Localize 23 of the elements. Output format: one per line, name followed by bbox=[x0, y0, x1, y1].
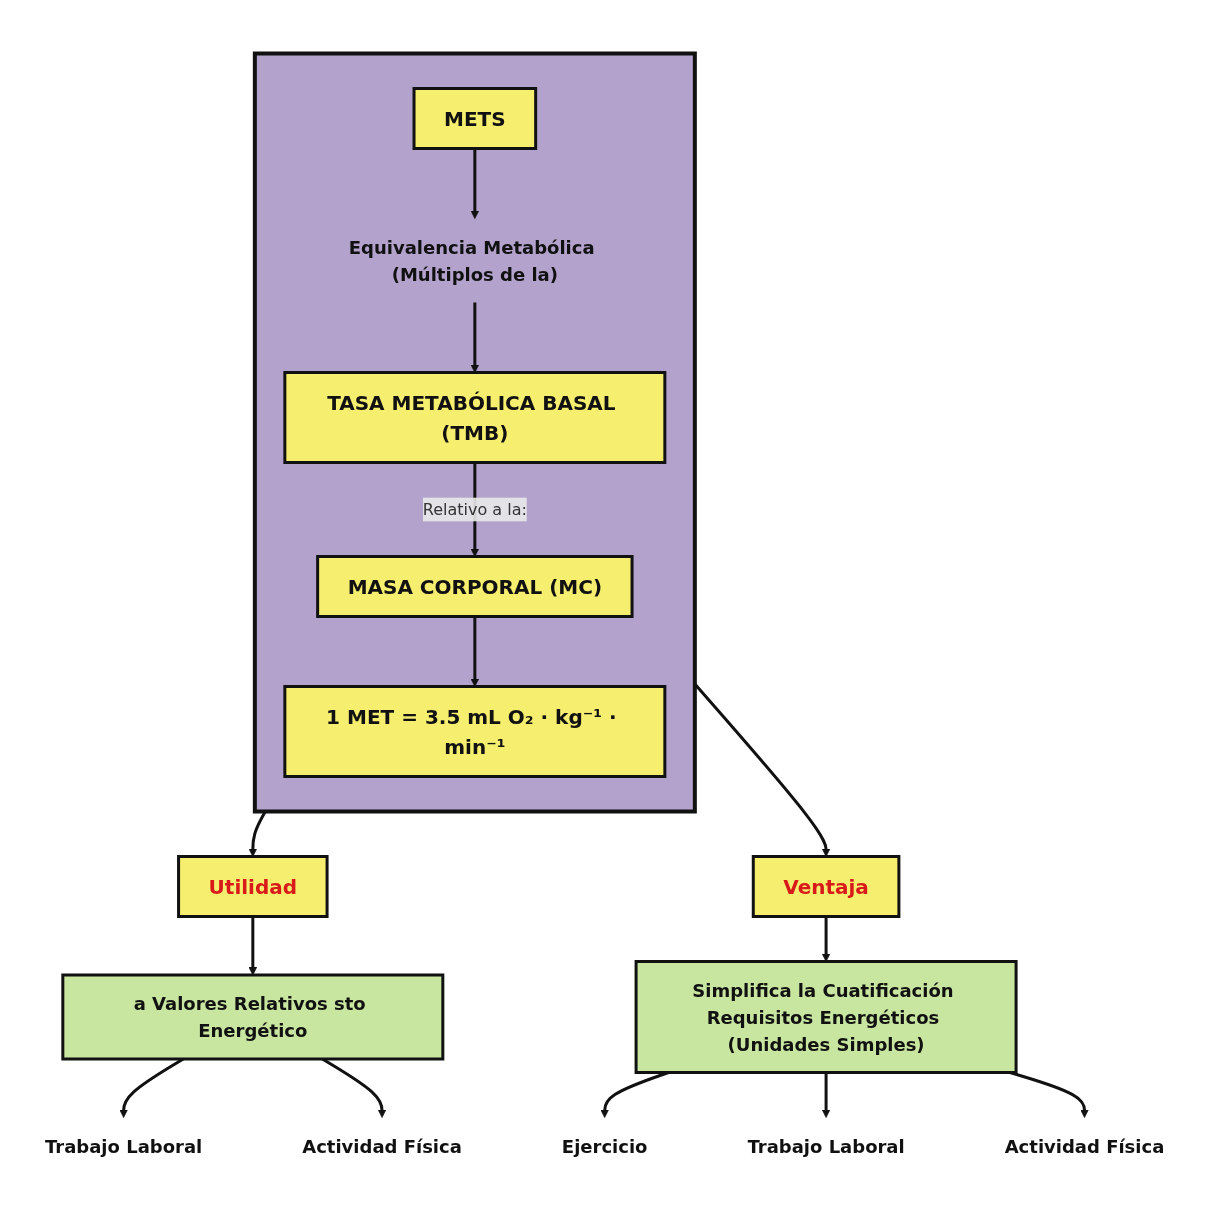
node-text: Trabajo Laboral bbox=[747, 1135, 905, 1157]
arrow bbox=[470, 148, 480, 219]
edge-label: Relativo a la: bbox=[422, 499, 527, 519]
node-text: Actividad Física bbox=[302, 1135, 462, 1157]
arrow bbox=[248, 916, 258, 976]
arrow bbox=[821, 1072, 831, 1118]
arrow bbox=[1009, 1071, 1089, 1118]
node-box: Simplifica la Cuatificación Requisitos Energéticos (Unidades Simples) bbox=[634, 960, 1018, 1074]
cluster bbox=[252, 51, 697, 814]
arrow bbox=[470, 616, 480, 687]
node-text: Equivalencia Metabólica (Múltiplos de la) bbox=[348, 236, 595, 285]
node-box: Utilidad bbox=[176, 855, 329, 918]
node-text: Trabajo Laboral bbox=[44, 1135, 203, 1157]
node-text: Ejercicio bbox=[561, 1135, 648, 1157]
node-box: METS bbox=[412, 87, 537, 150]
arrow bbox=[821, 916, 831, 962]
node-box: a Valores Relativos sto Energético bbox=[61, 973, 445, 1061]
arrow bbox=[470, 302, 480, 373]
node-box: MASA CORPORAL (MC) bbox=[315, 555, 634, 618]
node-box: TASA METABÓLICA BASAL (TMB) bbox=[283, 371, 667, 464]
node-box: Ventaja bbox=[751, 855, 901, 918]
node-text: Actividad Física bbox=[1004, 1135, 1165, 1157]
node-box: 1 MET = 3.5 mL O₂ · kg⁻¹ · min⁻¹ bbox=[283, 685, 667, 778]
